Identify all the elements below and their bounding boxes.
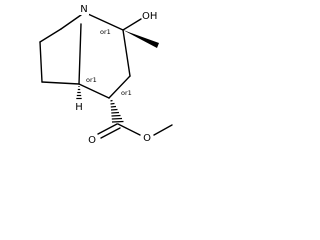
bond-c6-c7 xyxy=(108,75,131,99)
hydroxyl-label: OH xyxy=(142,11,157,22)
nitrogen-label: N xyxy=(80,4,87,15)
bond-c-oester xyxy=(117,123,141,136)
molecule-structure: N OH H O O or1 or1 or1 xyxy=(39,2,173,146)
stereo-label-c2: or1 xyxy=(100,28,111,36)
bond-c6-oh xyxy=(122,18,142,31)
bond-c1-c7a xyxy=(41,81,80,85)
bond-carbonyl-double-a xyxy=(97,123,118,135)
ester-oxygen-label: O xyxy=(143,133,151,144)
bond-c7-c7a xyxy=(78,83,110,99)
nitrogen-label-bg xyxy=(79,2,89,15)
wedge-bond-methyl xyxy=(123,30,159,48)
hash-bond-ester xyxy=(110,99,124,123)
bond-c5-c6 xyxy=(122,29,131,77)
bond-oester-methyl xyxy=(153,124,173,136)
bond-c3-c2 xyxy=(39,28,62,43)
bond-c2-c1 xyxy=(39,41,43,83)
stereo-label-c7a: or1 xyxy=(86,76,97,84)
bond-n-c3 xyxy=(60,14,82,30)
hydrogen-label: H xyxy=(75,102,83,113)
bond-n-c5 xyxy=(87,13,124,31)
bond-c7a-n xyxy=(78,23,82,85)
hash-bond-hydrogen xyxy=(76,86,82,100)
stereo-label-c1: or1 xyxy=(121,89,132,97)
bond-carbonyl-double-b xyxy=(100,127,121,139)
carbonyl-oxygen-label: O xyxy=(88,135,96,146)
